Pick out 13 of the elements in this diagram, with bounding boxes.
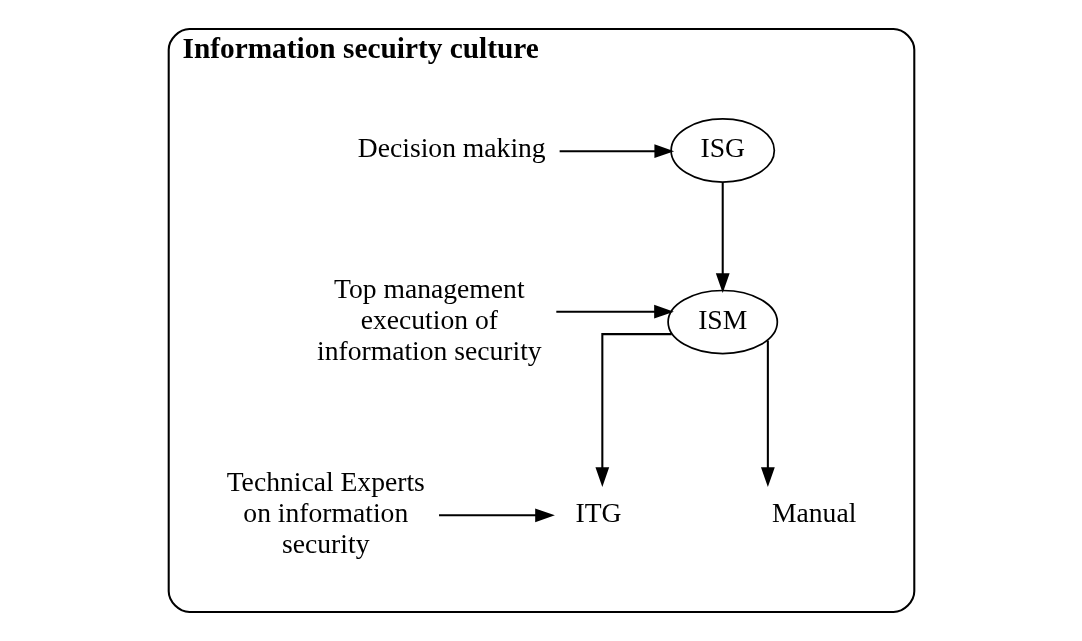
arrow (555, 304, 674, 319)
arrow (594, 333, 672, 487)
arrow (760, 340, 775, 487)
node-text: Manual (771, 496, 856, 528)
node-text: Technical Experts on information security (226, 465, 425, 559)
node-text: Decision making (357, 132, 546, 164)
node-text: ITG (574, 496, 621, 528)
arrow (559, 144, 674, 159)
node-text: Top management execution of information security (316, 272, 542, 366)
node-ellipse: ISM (666, 289, 778, 355)
arrow (438, 508, 555, 523)
arrow (715, 182, 730, 294)
node-ellipse: ISG (669, 118, 775, 183)
